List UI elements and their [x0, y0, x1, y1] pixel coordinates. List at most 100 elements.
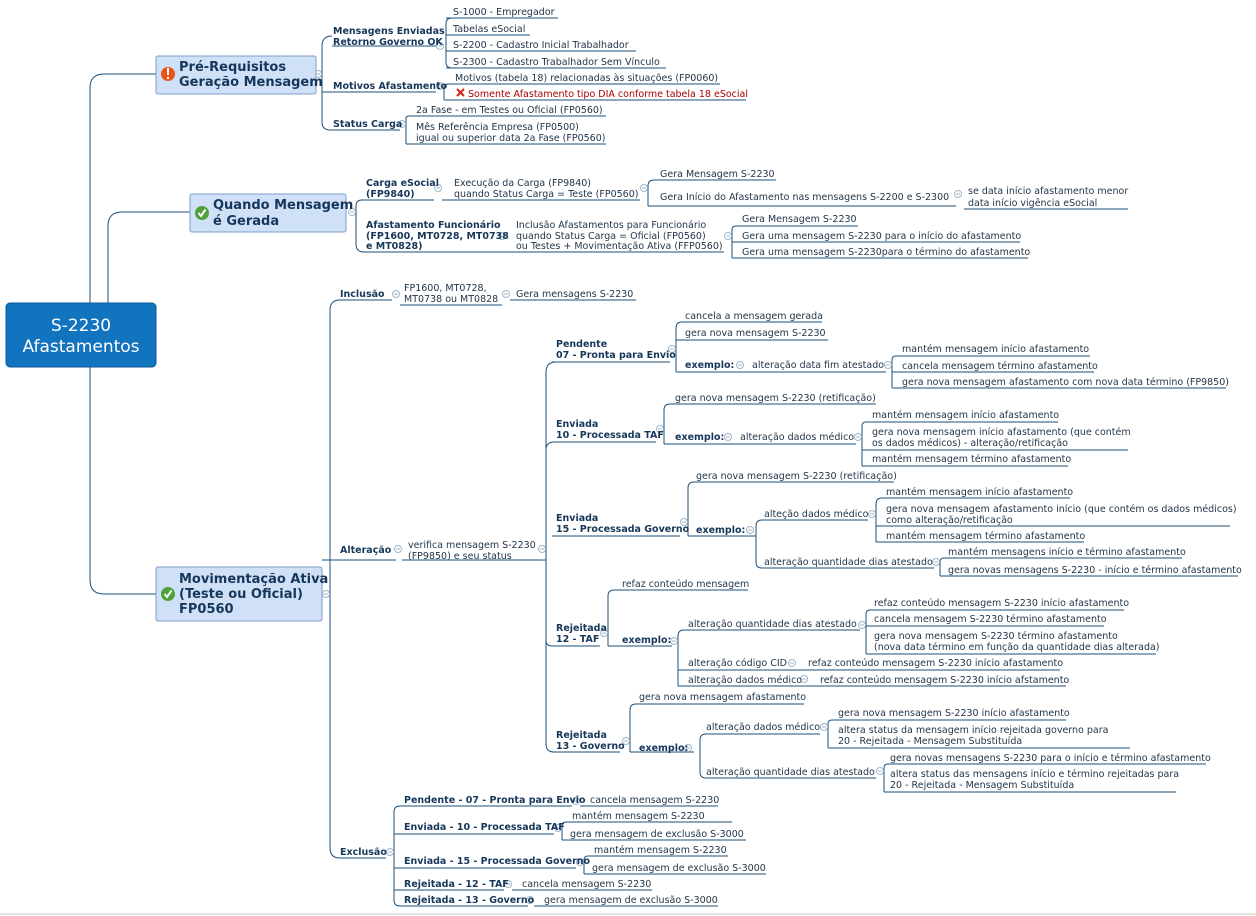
collapse-icon[interactable]: [392, 290, 400, 298]
afastamento-label: Afastamento Funcionário: [366, 220, 501, 231]
exemplo-desc: alteração quantidade dias atestado: [688, 619, 857, 630]
list-item: data início vigência eSocial: [968, 198, 1097, 209]
collapse-icon[interactable]: [954, 190, 962, 198]
exclusao-status: Rejeitada - 13 - Governo: [404, 895, 535, 906]
exclusao-status: Pendente - 07 - Pronta para Envio: [404, 795, 586, 806]
collapse-icon[interactable]: [526, 896, 534, 904]
list-item: gera mensagem de exclusão S-3000: [570, 829, 744, 840]
list-item: S-2300 - Cadastro Trabalhador Sem Víncul…: [453, 57, 660, 68]
connectors: [0, 17, 1256, 915]
quando-title: Quando Mensagem: [213, 198, 353, 213]
inclusao-label: Inclusão: [340, 289, 385, 300]
list-item: cancela mensagem S-2230 término afastame…: [874, 614, 1107, 625]
collapse-icon[interactable]: [394, 545, 402, 553]
status-12-label-2: 12 - TAF: [556, 634, 599, 645]
status-07-label-2: 07 - Pronta para Envio: [556, 350, 676, 361]
root-subtitle: Afastamentos: [22, 337, 139, 357]
collapse-icon[interactable]: [656, 425, 664, 433]
collapse-icon[interactable]: [724, 232, 732, 240]
collapse-icon[interactable]: [684, 744, 692, 752]
collapse-icon[interactable]: [504, 880, 512, 888]
exemplo-desc: alteração dados médico: [740, 432, 854, 443]
collapse-toggles[interactable]: [314, 42, 962, 904]
collapse-icon[interactable]: [436, 42, 444, 50]
afastamento-desc-3: ou Testes + Movimentação Ativa (FFP0560): [516, 241, 723, 252]
list-item: Gera uma mensagem S-2230 para o início d…: [742, 231, 1021, 242]
afastamento-desc-2: quando Status Carga = Oficial (FP0560): [516, 231, 706, 242]
collapse-icon[interactable]: [436, 82, 444, 90]
list-item: refaz conteúdo mensagem S-2230 início af…: [820, 675, 1069, 686]
collapse-icon[interactable]: [788, 659, 796, 667]
collapse-icon[interactable]: [736, 361, 744, 369]
collapse-icon[interactable]: [434, 184, 442, 192]
list-item: Gera mensagens S-2230: [516, 289, 633, 300]
collapse-icon[interactable]: [680, 518, 688, 526]
exemplo-desc: alteração código CID: [688, 658, 787, 669]
list-item: refaz conteúdo mensagem: [622, 579, 749, 590]
collapse-icon[interactable]: [622, 737, 630, 745]
collapse-icon[interactable]: [724, 433, 732, 441]
carga-desc: Execução da Carga (FP9840): [454, 178, 591, 189]
collapse-icon[interactable]: [854, 433, 862, 441]
collapse-icon[interactable]: [502, 290, 510, 298]
list-item: Gera Mensagem S-2230: [742, 214, 857, 225]
collapse-icon[interactable]: [932, 558, 940, 566]
list-item: mantém mensagem início afastamento: [902, 344, 1089, 355]
exemplo-label: exemplo:: [685, 360, 734, 371]
branch-movimentacao-ativa[interactable]: Movimentação Ativa (Teste ou Oficial) FP…: [155, 566, 328, 622]
collapse-icon[interactable]: [398, 120, 406, 128]
collapse-icon[interactable]: [876, 767, 884, 775]
list-item: cancela mensagem término afastamento: [902, 361, 1098, 372]
collapse-icon[interactable]: [572, 797, 580, 805]
afastamento-label-2: (FP1600, MT0728, MT0738: [366, 231, 509, 242]
afastamento-label-3: e MT0828): [366, 241, 422, 252]
branch-quando-mensagem[interactable]: Quando Mensagem é Gerada: [189, 193, 353, 233]
list-item: gera novas mensagens S-2230 para o iníci…: [890, 753, 1211, 764]
collapse-icon[interactable]: [348, 208, 356, 216]
root-node[interactable]: S-2230 Afastamentos: [5, 302, 157, 368]
check-icon: [195, 206, 209, 220]
movimentacao-subtitle: (Teste ou Oficial): [179, 587, 303, 602]
list-item: gera nova mensagem início afastamento (q…: [872, 427, 1131, 438]
exemplo-desc: alteração dados médico: [688, 675, 802, 686]
collapse-icon[interactable]: [884, 361, 892, 369]
list-item: refaz conteúdo mensagem S-2230 início af…: [808, 658, 1063, 669]
collapse-icon[interactable]: [538, 545, 546, 553]
collapse-icon[interactable]: [868, 510, 876, 518]
list-item: gera nova mensagem S-2230 término afasta…: [874, 631, 1118, 642]
collapse-icon[interactable]: [322, 590, 330, 598]
list-item: Tabelas eSocial: [452, 24, 525, 35]
branch-prerequisitos[interactable]: Pré-Requisitos Geração Mensagem: [155, 55, 323, 95]
mensagens-label-2: Retorno Governo OK: [333, 37, 443, 48]
mensagens-label: Mensagens Enviadas: [333, 26, 445, 37]
list-item: mantém mensagem S-2230: [594, 845, 727, 856]
warning-icon: [161, 67, 175, 81]
collapse-icon[interactable]: [746, 526, 754, 534]
quando-subtitle: é Gerada: [213, 214, 279, 229]
list-item: gera mensagem de exclusão S-3000: [592, 863, 766, 874]
collapse-icon[interactable]: [498, 232, 506, 240]
inclusao-desc: FP1600, MT0728,: [404, 283, 487, 294]
exclusao-status: Enviada - 15 - Processada Governo: [404, 856, 591, 867]
collapse-icon[interactable]: [800, 675, 808, 683]
collapse-icon[interactable]: [386, 848, 394, 856]
exemplo-desc: alteração dados médico: [706, 722, 820, 733]
collapse-icon[interactable]: [600, 629, 608, 637]
list-item: gera nova mensagem S-2230: [685, 328, 826, 339]
list-item: cancela mensagem S-2230: [522, 879, 651, 890]
list-item: gera nova mensagem S-2230 (retificação): [675, 393, 876, 404]
motivos-label: Motivos Afastamento: [333, 81, 448, 92]
collapse-icon[interactable]: [858, 621, 866, 629]
collapse-icon[interactable]: [668, 345, 676, 353]
root-title: S-2230: [51, 316, 111, 336]
collapse-icon[interactable]: [554, 824, 562, 832]
exemplo-label: exemplo:: [696, 525, 745, 536]
list-item: como alteração/retificação: [886, 515, 1013, 526]
carga-label: Carga eSocial: [366, 178, 439, 189]
collapse-icon[interactable]: [670, 637, 678, 645]
status-carga-label: Status Carga: [333, 119, 402, 130]
collapse-icon[interactable]: [640, 184, 648, 192]
collapse-icon[interactable]: [820, 723, 828, 731]
collapse-icon[interactable]: [576, 858, 584, 866]
